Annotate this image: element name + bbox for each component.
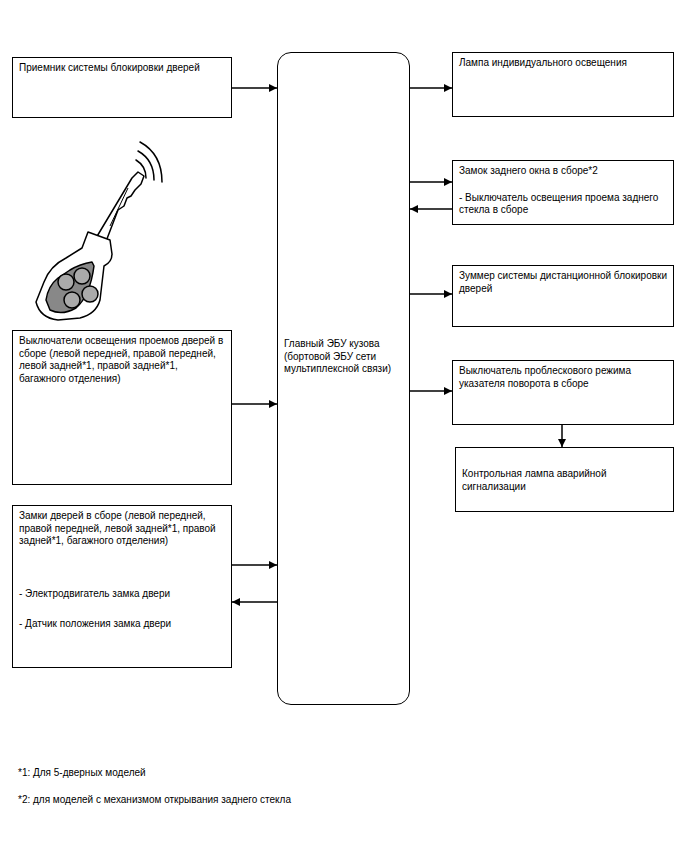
key-blade: [96, 172, 144, 244]
box-item: - Датчик положения замка двери: [19, 618, 225, 631]
box-item: - Выключатель освещения проема заднего с…: [459, 192, 667, 217]
arrow-connector: [561, 425, 563, 447]
box-title: Приемник системы блокировки дверей: [19, 62, 225, 75]
footnote: *2: для моделей с механизмом открывания …: [18, 794, 291, 807]
arrow-connector: [232, 564, 277, 566]
hazard-switch-box: Выключатель проблескового режима указате…: [452, 360, 674, 425]
key-button: [64, 292, 80, 308]
receiver-box: Приемник системы блокировки дверей: [12, 57, 232, 118]
box-title: Зуммер системы дистанционной блокировки …: [459, 270, 667, 295]
box-title: Главный ЭБУ кузова (бортовой ЭБУ сети му…: [284, 338, 403, 376]
box-item: - Электродвигатель замка двери: [19, 588, 225, 601]
hazard-lamp-box: Контрольная лампа аварийной сигнализации: [455, 447, 674, 512]
box-title: Контрольная лампа аварийной сигнализации: [462, 468, 667, 493]
key-groove: [110, 188, 128, 226]
buzzer-box: Зуммер системы дистанционной блокировки …: [452, 265, 674, 327]
key-button: [74, 268, 90, 284]
arrow-connector: [232, 87, 277, 89]
rear-window-lock-box: Замок заднего окна в сборе*2 - Выключател…: [452, 160, 674, 225]
box-title: Лампа индивидуального освещения: [459, 57, 667, 70]
footnote: *1: Для 5-дверных моделей: [18, 767, 146, 780]
box-title: Замок заднего окна в сборе*2: [459, 165, 667, 178]
box-title: Замки дверей в сборе (левой передней, пр…: [19, 510, 225, 548]
box-title: Выключатели освещения проемов дверей в с…: [19, 335, 225, 385]
key-button: [82, 286, 98, 302]
door-switch-box: Выключатели освещения проемов дверей в с…: [12, 330, 232, 485]
arrow-connector: [232, 403, 277, 405]
arrow-connector: [410, 208, 452, 210]
arrow-connector: [410, 87, 452, 89]
door-lock-box: Замки дверей в сборе (левой передней, пр…: [12, 505, 232, 668]
arrow-connector: [410, 181, 452, 183]
arrow-connector: [410, 390, 452, 392]
ecu-box: Главный ЭБУ кузова (бортовой ЭБУ сети му…: [277, 52, 410, 705]
arrow-connector: [232, 601, 277, 603]
box-title: Выключатель проблескового режима указате…: [459, 365, 667, 390]
key-button: [58, 274, 74, 290]
lamp-box: Лампа индивидуального освещения: [452, 52, 674, 117]
key-head: [36, 232, 112, 320]
arrow-connector: [410, 293, 452, 295]
